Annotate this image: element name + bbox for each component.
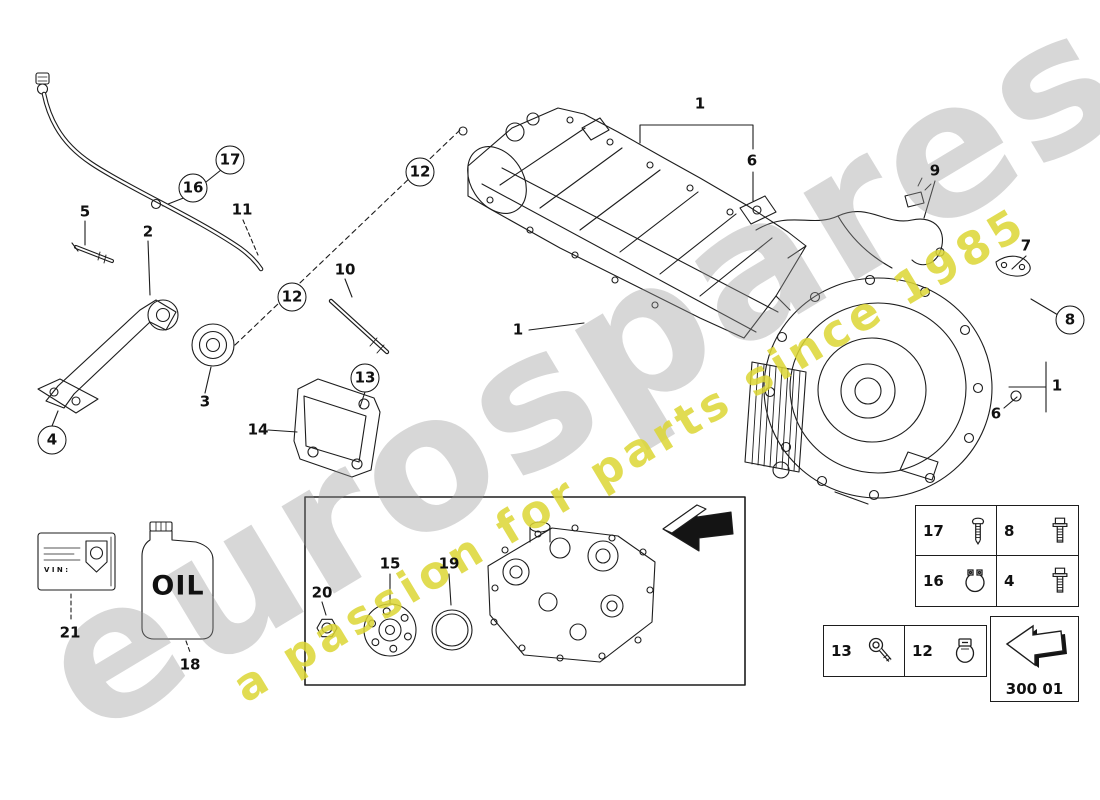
callout-12-upper: 12 xyxy=(405,157,435,187)
support-bracket-drawing xyxy=(37,299,179,414)
callout-4: 4 xyxy=(37,425,67,455)
oil-bottle-label: OIL xyxy=(151,570,205,602)
hose-clamp-icon xyxy=(951,636,979,666)
callout-11: 11 xyxy=(231,200,253,219)
legend-part-number: 17 xyxy=(923,521,944,540)
callout-6-right: 6 xyxy=(990,404,1002,423)
page-code-box: 300 01 xyxy=(990,677,1079,702)
callout-16: 16 xyxy=(178,173,208,203)
callout-13: 13 xyxy=(350,363,380,393)
legend-part-number: 16 xyxy=(923,572,944,590)
callout-1-top: 1 xyxy=(694,94,706,113)
oil-cooler-drawing xyxy=(744,361,807,473)
vin-plate-label: V I N : xyxy=(44,566,68,574)
gearbox-drawing xyxy=(458,107,807,339)
pin-drawing xyxy=(328,298,390,355)
callout-1-right: 1 xyxy=(1051,376,1063,395)
callout-14: 14 xyxy=(247,420,269,439)
callout-20: 20 xyxy=(311,583,333,602)
legend-cell-12: 12 xyxy=(905,626,986,676)
dipstick-drawing xyxy=(35,72,264,272)
page-code: 300 01 xyxy=(1005,680,1064,698)
legend-part-number: 8 xyxy=(1004,521,1015,540)
legend-part-number: 4 xyxy=(1004,572,1015,590)
callout-17: 17 xyxy=(215,145,245,175)
legend-cell-13: 13 xyxy=(824,626,905,676)
bell-housing-drawing xyxy=(763,245,1022,505)
legend-cell-4: 4 xyxy=(997,556,1078,606)
fastener-legend-bottom: 13 12 xyxy=(823,625,987,677)
callout-8: 8 xyxy=(1055,305,1085,335)
socket-bolt-icon xyxy=(867,636,897,666)
callout-7: 7 xyxy=(1020,236,1032,255)
retaining-clip-icon xyxy=(961,566,989,596)
callout-18: 18 xyxy=(179,655,201,674)
flange-bolt-icon xyxy=(1049,515,1071,547)
legend-cell-17: 17 xyxy=(916,506,997,556)
callout-12-lower: 12 xyxy=(277,282,307,312)
callout-5: 5 xyxy=(79,202,91,221)
filter-parts-box xyxy=(304,496,746,686)
callout-1-left: 1 xyxy=(512,320,524,339)
callout-15: 15 xyxy=(379,554,401,573)
fastener-legend-top: 17 8 16 xyxy=(915,505,1079,607)
bushing-drawing xyxy=(191,323,235,367)
wiring-harness-drawing xyxy=(755,177,945,269)
direction-arrow-icon xyxy=(662,504,734,552)
lever-drawing xyxy=(995,255,1031,277)
callout-6-top: 6 xyxy=(746,151,758,170)
page-reference-box xyxy=(990,616,1079,678)
callout-9: 9 xyxy=(929,161,941,180)
legend-cell-16: 16 xyxy=(916,556,997,606)
oil-bottle-drawing xyxy=(141,521,214,640)
flange-bolt-icon xyxy=(1049,565,1071,597)
legend-part-number: 13 xyxy=(831,642,852,660)
callout-21: 21 xyxy=(59,623,81,642)
stud-drawing xyxy=(71,242,114,264)
torx-screw-icon xyxy=(967,515,989,547)
legend-part-number: 12 xyxy=(912,642,933,660)
gearbox-mount-drawing xyxy=(293,378,381,478)
callout-2: 2 xyxy=(142,222,154,241)
callout-3: 3 xyxy=(199,392,211,411)
callout-19: 19 xyxy=(438,554,460,573)
valve-body-drawing xyxy=(487,521,656,663)
vin-plate-drawing xyxy=(37,532,116,591)
page-arrow-icon xyxy=(997,620,1073,674)
callout-10: 10 xyxy=(334,260,356,279)
legend-cell-8: 8 xyxy=(997,506,1078,556)
